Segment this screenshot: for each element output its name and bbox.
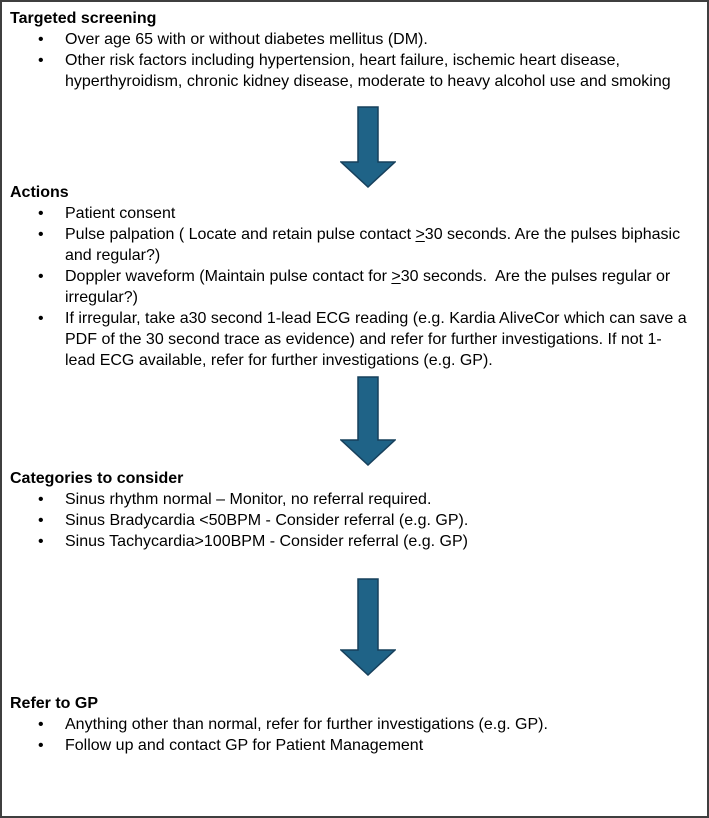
bullet-text: If irregular, take a30 second 1-lead ECG… [65, 310, 692, 369]
section-categories-to-consider: Categories to consider Sinus rhythm norm… [10, 468, 701, 552]
bullet-text: Doppler waveform (Maintain pulse contact… [65, 268, 392, 285]
bullet-item: Sinus rhythm normal – Monitor, no referr… [10, 489, 701, 510]
bullet-item: Sinus Tachycardia>100BPM - Consider refe… [10, 531, 701, 552]
bullet-item: Other risk factors including hypertensio… [10, 50, 701, 92]
bullet-text: Follow up and contact GP for Patient Man… [65, 737, 424, 754]
bullet-list: Over age 65 with or without diabetes mel… [10, 29, 701, 92]
section-title: Refer to GP [10, 695, 99, 712]
section-actions: Actions Patient consentPulse palpation (… [10, 182, 701, 371]
bullet-item: Anything other than normal, refer for fu… [10, 714, 701, 735]
section-title: Categories to consider [10, 470, 184, 487]
bullet-item: Over age 65 with or without diabetes mel… [10, 29, 701, 50]
bullet-text: Sinus Bradycardia <50BPM - Consider refe… [65, 512, 469, 529]
bullet-item: If irregular, take a30 second 1-lead ECG… [10, 308, 701, 371]
bullet-item: Sinus Bradycardia <50BPM - Consider refe… [10, 510, 701, 531]
bullet-item: Pulse palpation ( Locate and retain puls… [10, 224, 701, 266]
bullet-text: 30 seconds. Are the pulses biphasic and … [65, 226, 685, 264]
bullet-text: Sinus Tachycardia>100BPM - Consider refe… [65, 533, 468, 550]
bullet-text: > [415, 226, 425, 243]
bullet-text: Patient consent [65, 205, 176, 222]
section-targeted-screening: Targeted screening Over age 65 with or w… [10, 8, 701, 92]
bullet-text: Anything other than normal, refer for fu… [65, 716, 548, 733]
bullet-text: > [391, 268, 401, 285]
down-arrow-icon [10, 578, 701, 676]
bullet-list: Patient consentPulse palpation ( Locate … [10, 203, 701, 371]
bullet-item: Doppler waveform (Maintain pulse contact… [10, 266, 701, 308]
down-arrow-icon [10, 106, 701, 188]
bullet-text: Pulse palpation ( Locate and retain puls… [65, 226, 416, 243]
section-refer-to-gp: Refer to GP Anything other than normal, … [10, 693, 701, 756]
section-title: Actions [10, 184, 69, 201]
bullet-list: Sinus rhythm normal – Monitor, no referr… [10, 489, 701, 552]
bullet-list: Anything other than normal, refer for fu… [10, 714, 701, 756]
bullet-text: Other risk factors including hypertensio… [65, 52, 671, 90]
bullet-text: 30 seconds. Are the pulses regular or ir… [65, 268, 675, 306]
bullet-text: Sinus rhythm normal – Monitor, no referr… [65, 491, 432, 508]
bullet-text: Over age 65 with or without diabetes mel… [65, 31, 428, 48]
bullet-item: Patient consent [10, 203, 701, 224]
down-arrow-icon [10, 376, 701, 466]
bullet-item: Follow up and contact GP for Patient Man… [10, 735, 701, 756]
section-title: Targeted screening [10, 10, 157, 27]
